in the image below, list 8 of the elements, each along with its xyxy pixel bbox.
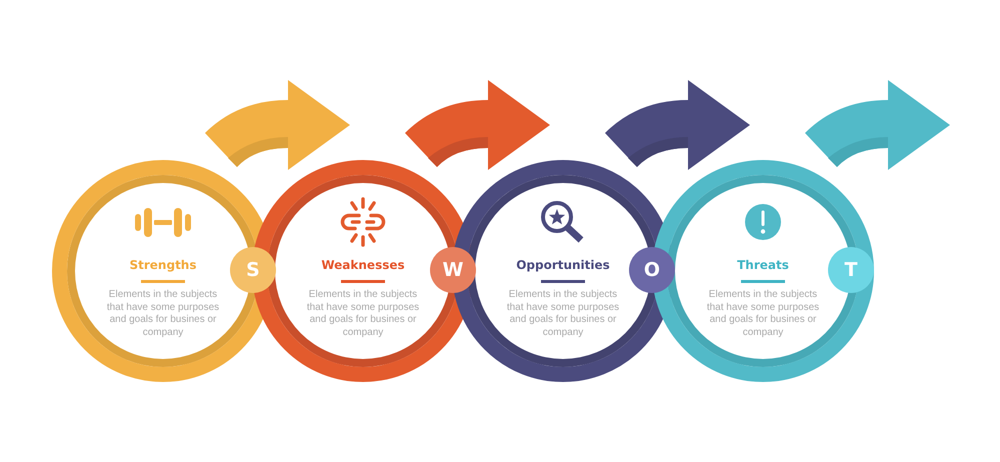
section-title: Opportunities <box>515 257 611 273</box>
section-title: Threats <box>736 257 790 273</box>
description-text: Elements in the subjects that have some purposes and goals for busines or company <box>706 289 820 340</box>
section-title: Weaknesses <box>320 257 406 273</box>
description-text: Elements in the subjects that have some purposes and goals for busines or company <box>506 289 620 340</box>
description-text: Elements in the subjects that have some purposes and goals for busines or company <box>306 289 420 340</box>
description-text: Elements in the subjects that have some purposes and goals for busines or company <box>106 289 220 340</box>
section-title: Strengths <box>128 257 198 273</box>
